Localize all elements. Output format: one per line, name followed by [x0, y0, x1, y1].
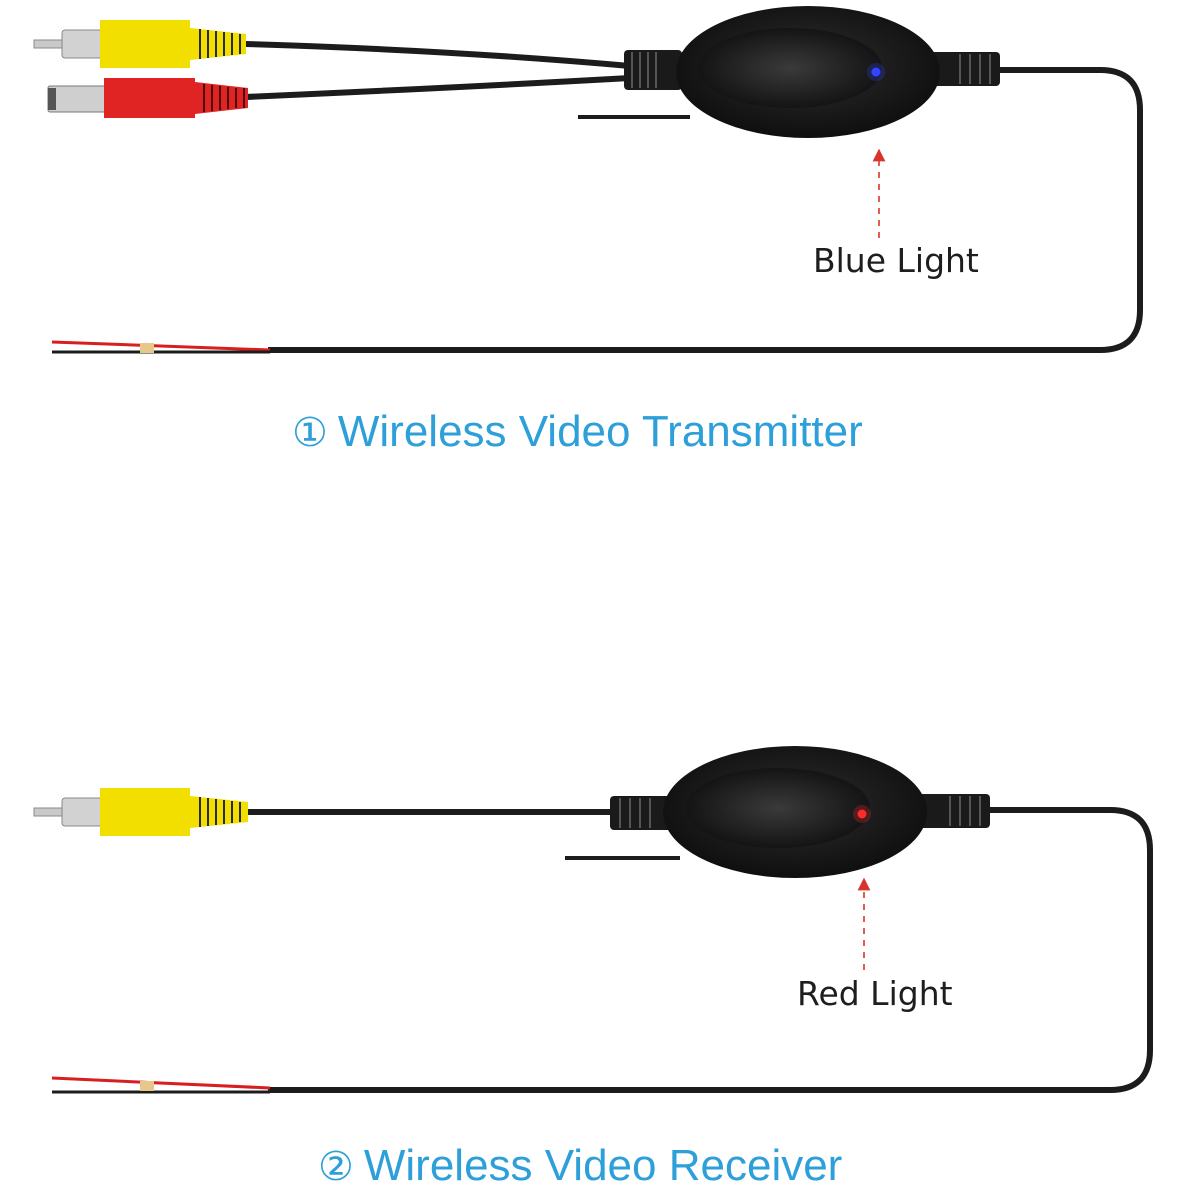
receiver-module — [663, 746, 927, 878]
transmitter-power-input-cable — [244, 75, 631, 100]
receiver-left-strain-relief — [610, 796, 674, 830]
transmitter-power-cable — [268, 67, 1143, 353]
yellow-rca-plug — [33, 20, 246, 68]
receiver-power-cable — [268, 807, 1153, 1093]
red-led-icon — [857, 809, 867, 819]
transmitter-bare-wires — [51, 340, 271, 354]
transmitter-assembly — [33, 6, 1143, 354]
transmitter-module — [676, 6, 940, 138]
receiver-caption-text: Wireless Video Receiver — [363, 1141, 843, 1190]
receiver-bare-wires — [51, 1076, 271, 1094]
transmitter-left-strain-relief — [624, 50, 682, 90]
receiver-right-strain-relief — [916, 794, 990, 828]
blue-light-label: Blue Light — [813, 241, 979, 280]
receiver-assembly — [33, 746, 1153, 1094]
red-light-label: Red Light — [797, 974, 953, 1013]
red-dc-plug — [47, 78, 248, 118]
transmitter-number: ① — [292, 410, 328, 456]
blue-led-icon — [871, 67, 881, 77]
receiver-yellow-rca-plug — [33, 788, 248, 836]
transmitter-caption-text: Wireless Video Transmitter — [337, 407, 863, 456]
transmitter-right-strain-relief — [930, 52, 1000, 86]
transmitter-video-cable — [244, 41, 631, 69]
receiver-number: ② — [318, 1144, 354, 1190]
